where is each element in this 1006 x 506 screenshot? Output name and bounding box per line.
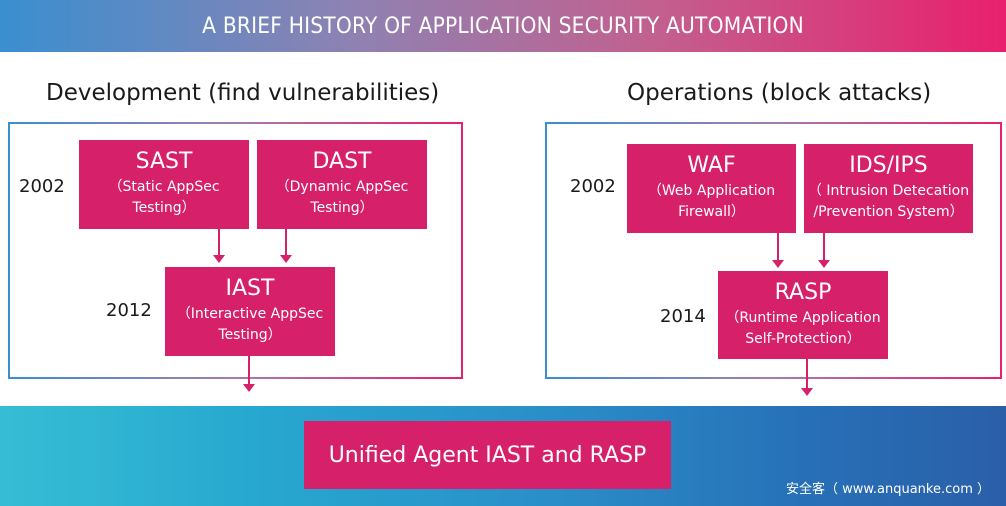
page-title: A BRIEF HISTORY OF APPLICATION SECURITY …: [202, 13, 804, 39]
box-subtitle: Testing）: [218, 327, 282, 343]
watermark: 安全客（ www.anquanke.com ）: [786, 482, 990, 497]
year-label: 2002: [19, 176, 65, 197]
year-label: 2014: [660, 306, 706, 327]
arrow-ids-to-rasp: [818, 233, 830, 268]
box-subtitle: Testing）: [310, 200, 374, 216]
box-subtitle: （Interactive AppSec: [176, 306, 324, 322]
box-title: IAST: [225, 276, 275, 301]
year-label: 2012: [106, 300, 152, 321]
box-title: IDS/IPS: [849, 153, 928, 178]
dast-box: DAST （Dynamic AppSec Testing）: [257, 140, 427, 229]
box-subtitle: （ Intrusion Detecation: [807, 183, 970, 199]
arrow-dast-to-iast: [280, 229, 292, 263]
year-label: 2002: [570, 176, 616, 197]
box-subtitle: Firewall）: [678, 204, 745, 220]
sast-box: SAST （Static AppSec Testing）: [79, 140, 249, 229]
arrow-iast-to-unified: [243, 356, 255, 392]
title-banner: A BRIEF HISTORY OF APPLICATION SECURITY …: [0, 0, 1006, 52]
box-subtitle: Testing）: [132, 200, 196, 216]
arrow-sast-to-iast: [213, 229, 225, 263]
iast-box: IAST （Interactive AppSec Testing）: [165, 267, 335, 356]
waf-box: WAF （Web Application Firewall）: [627, 144, 796, 233]
box-title: SAST: [135, 149, 193, 174]
ids-ips-box: IDS/IPS （ Intrusion Detecation /Preventi…: [804, 144, 973, 233]
operations-heading: Operations (block attacks): [627, 80, 932, 106]
box-subtitle: （Static AppSec: [108, 179, 220, 195]
box-subtitle: /Prevention System）: [813, 204, 964, 220]
box-subtitle: （Runtime Application: [725, 310, 881, 326]
box-subtitle: Self-Protection）: [745, 331, 861, 347]
box-title: WAF: [687, 153, 736, 178]
development-heading: Development (find vulnerabilities): [46, 80, 440, 106]
rasp-box: RASP （Runtime Application Self-Protectio…: [718, 271, 888, 359]
unified-agent-box: Unified Agent IAST and RASP: [304, 421, 671, 489]
box-subtitle: （Web Application: [647, 183, 776, 199]
arrow-rasp-to-unified: [801, 359, 813, 396]
box-subtitle: （Dynamic AppSec: [275, 179, 409, 195]
box-title: DAST: [312, 149, 372, 174]
arrow-waf-to-rasp: [772, 233, 784, 268]
box-title: RASP: [774, 280, 832, 305]
